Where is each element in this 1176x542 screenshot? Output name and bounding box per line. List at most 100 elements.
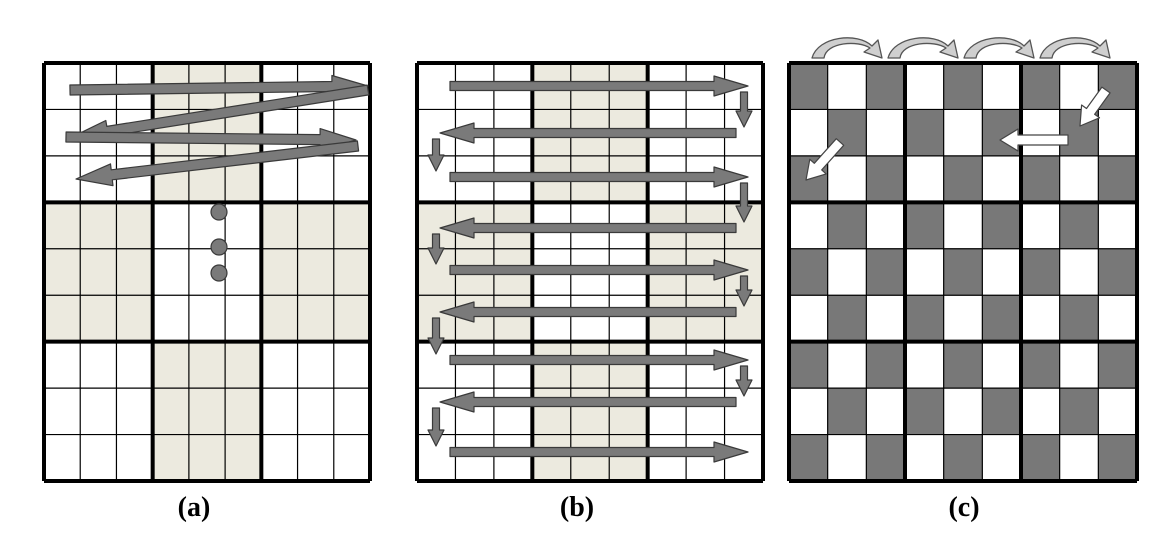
panel-a-cell	[44, 155, 81, 203]
panel-a-cell	[261, 341, 298, 389]
panel-c-grid	[787, 37, 1139, 483]
panel-c-cell	[1098, 248, 1138, 296]
panel-c-cell	[1021, 248, 1060, 296]
panel-a-cell	[44, 341, 81, 389]
panel-b-cell	[570, 434, 610, 482]
cell-move-arrow	[999, 128, 1069, 152]
panel-c-cell	[1098, 434, 1138, 482]
panel-a-cell	[297, 341, 335, 389]
panel-c-cell	[789, 202, 828, 250]
block-shift-arrow	[887, 37, 959, 59]
panel-c-cell	[905, 388, 944, 435]
cell-move-arrow	[1079, 86, 1111, 127]
panel-a-cell	[261, 388, 298, 435]
panel-c-cell	[943, 248, 983, 296]
block-shift-arrow	[963, 37, 1035, 59]
panel-c-cell	[827, 248, 867, 296]
panel-b-cell	[532, 388, 572, 435]
panel-c-cell	[789, 388, 828, 435]
panel-a-cell	[333, 434, 371, 482]
serpentine-arrow-down	[735, 91, 753, 128]
panel-c-cell	[905, 248, 944, 296]
panel-b-cell	[609, 388, 648, 435]
panel-c-cell	[827, 202, 867, 250]
panel-b-cell	[532, 295, 572, 342]
serpentine-arrow-down	[735, 182, 753, 223]
serpentine-arrow-down	[427, 138, 445, 172]
panel-c-cell	[1059, 341, 1099, 389]
panel-a-grid	[42, 61, 372, 483]
zigzag-arrow-diagonal	[75, 140, 360, 187]
panel-c-cell	[905, 63, 944, 110]
panel-a-cell	[297, 434, 335, 482]
panel-a-cell	[261, 155, 298, 203]
panel-c-cell	[982, 63, 1022, 110]
panel-a-cell	[44, 202, 81, 250]
panel-c-cell	[1021, 388, 1060, 435]
panel-b-cell	[724, 434, 764, 482]
panel-c-cell	[1098, 63, 1138, 110]
panel-b-cell	[532, 434, 572, 482]
panel-c-cell	[866, 388, 906, 435]
panel-c-cell	[905, 202, 944, 250]
panel-a-cell	[333, 248, 371, 296]
panel-c-cell	[905, 434, 944, 482]
panel-b-cell	[686, 388, 725, 435]
panel-a-cell	[297, 295, 335, 342]
cell-dot	[210, 203, 228, 221]
panel-c-cell	[827, 341, 867, 389]
panel-a-cell	[80, 202, 117, 250]
panel-c-cell	[943, 63, 983, 110]
panel-c-cell	[1098, 202, 1138, 250]
panel-a-cell	[116, 155, 153, 203]
panel-b-cell	[417, 63, 456, 110]
panel-a-cell	[152, 388, 190, 435]
serpentine-arrow-right	[449, 75, 749, 97]
panel-a-cell	[116, 388, 153, 435]
panel-a-cell	[152, 202, 190, 250]
panel-b-cell	[570, 295, 610, 342]
panel-a-cell	[44, 388, 81, 435]
panel-c-cell	[943, 155, 983, 203]
panel-c-cell	[866, 295, 906, 342]
panel-a-cell	[297, 388, 335, 435]
panel-c-cell	[1098, 388, 1138, 435]
serpentine-arrow-down	[735, 365, 753, 397]
panel-c-cell	[1021, 341, 1060, 389]
panel-a-cell	[188, 341, 226, 389]
panel-c-cell	[866, 341, 906, 389]
serpentine-arrow-down	[427, 233, 445, 265]
serpentine-arrow-right	[449, 441, 749, 463]
panel-b-cell	[647, 295, 687, 342]
panel-a-cell	[333, 202, 371, 250]
panel-c-cell	[789, 248, 828, 296]
panel-a-cell	[80, 248, 117, 296]
panel-c-cell	[1021, 295, 1060, 342]
panel-c-cell	[827, 295, 867, 342]
caption-b: (b)	[559, 492, 595, 523]
cell-move-arrow	[805, 138, 845, 181]
panel-c-cell	[943, 434, 983, 482]
panel-c-cell	[982, 388, 1022, 435]
panel-a-cell	[80, 341, 117, 389]
serpentine-arrow-left	[439, 217, 737, 239]
panel-a-cell	[188, 434, 226, 482]
panel-a-cell	[44, 248, 81, 296]
panel-a-cell	[225, 295, 262, 342]
panel-c-cell	[866, 248, 906, 296]
panel-a-cell	[80, 388, 117, 435]
panel-a-cell	[80, 295, 117, 342]
panel-c-cell	[1059, 202, 1099, 250]
panel-a-cell	[225, 248, 262, 296]
panel-b-cell	[493, 434, 533, 482]
panel-c-cell	[943, 109, 983, 157]
panel-a-cell	[116, 295, 153, 342]
panel-c-cell	[866, 434, 906, 482]
panel-a-cell	[116, 248, 153, 296]
panel-a-cell	[261, 202, 298, 250]
serpentine-arrow-left	[439, 391, 737, 413]
serpentine-arrow-down	[427, 317, 445, 355]
panel-a-cell	[225, 341, 262, 389]
panel-a-cell	[333, 388, 371, 435]
